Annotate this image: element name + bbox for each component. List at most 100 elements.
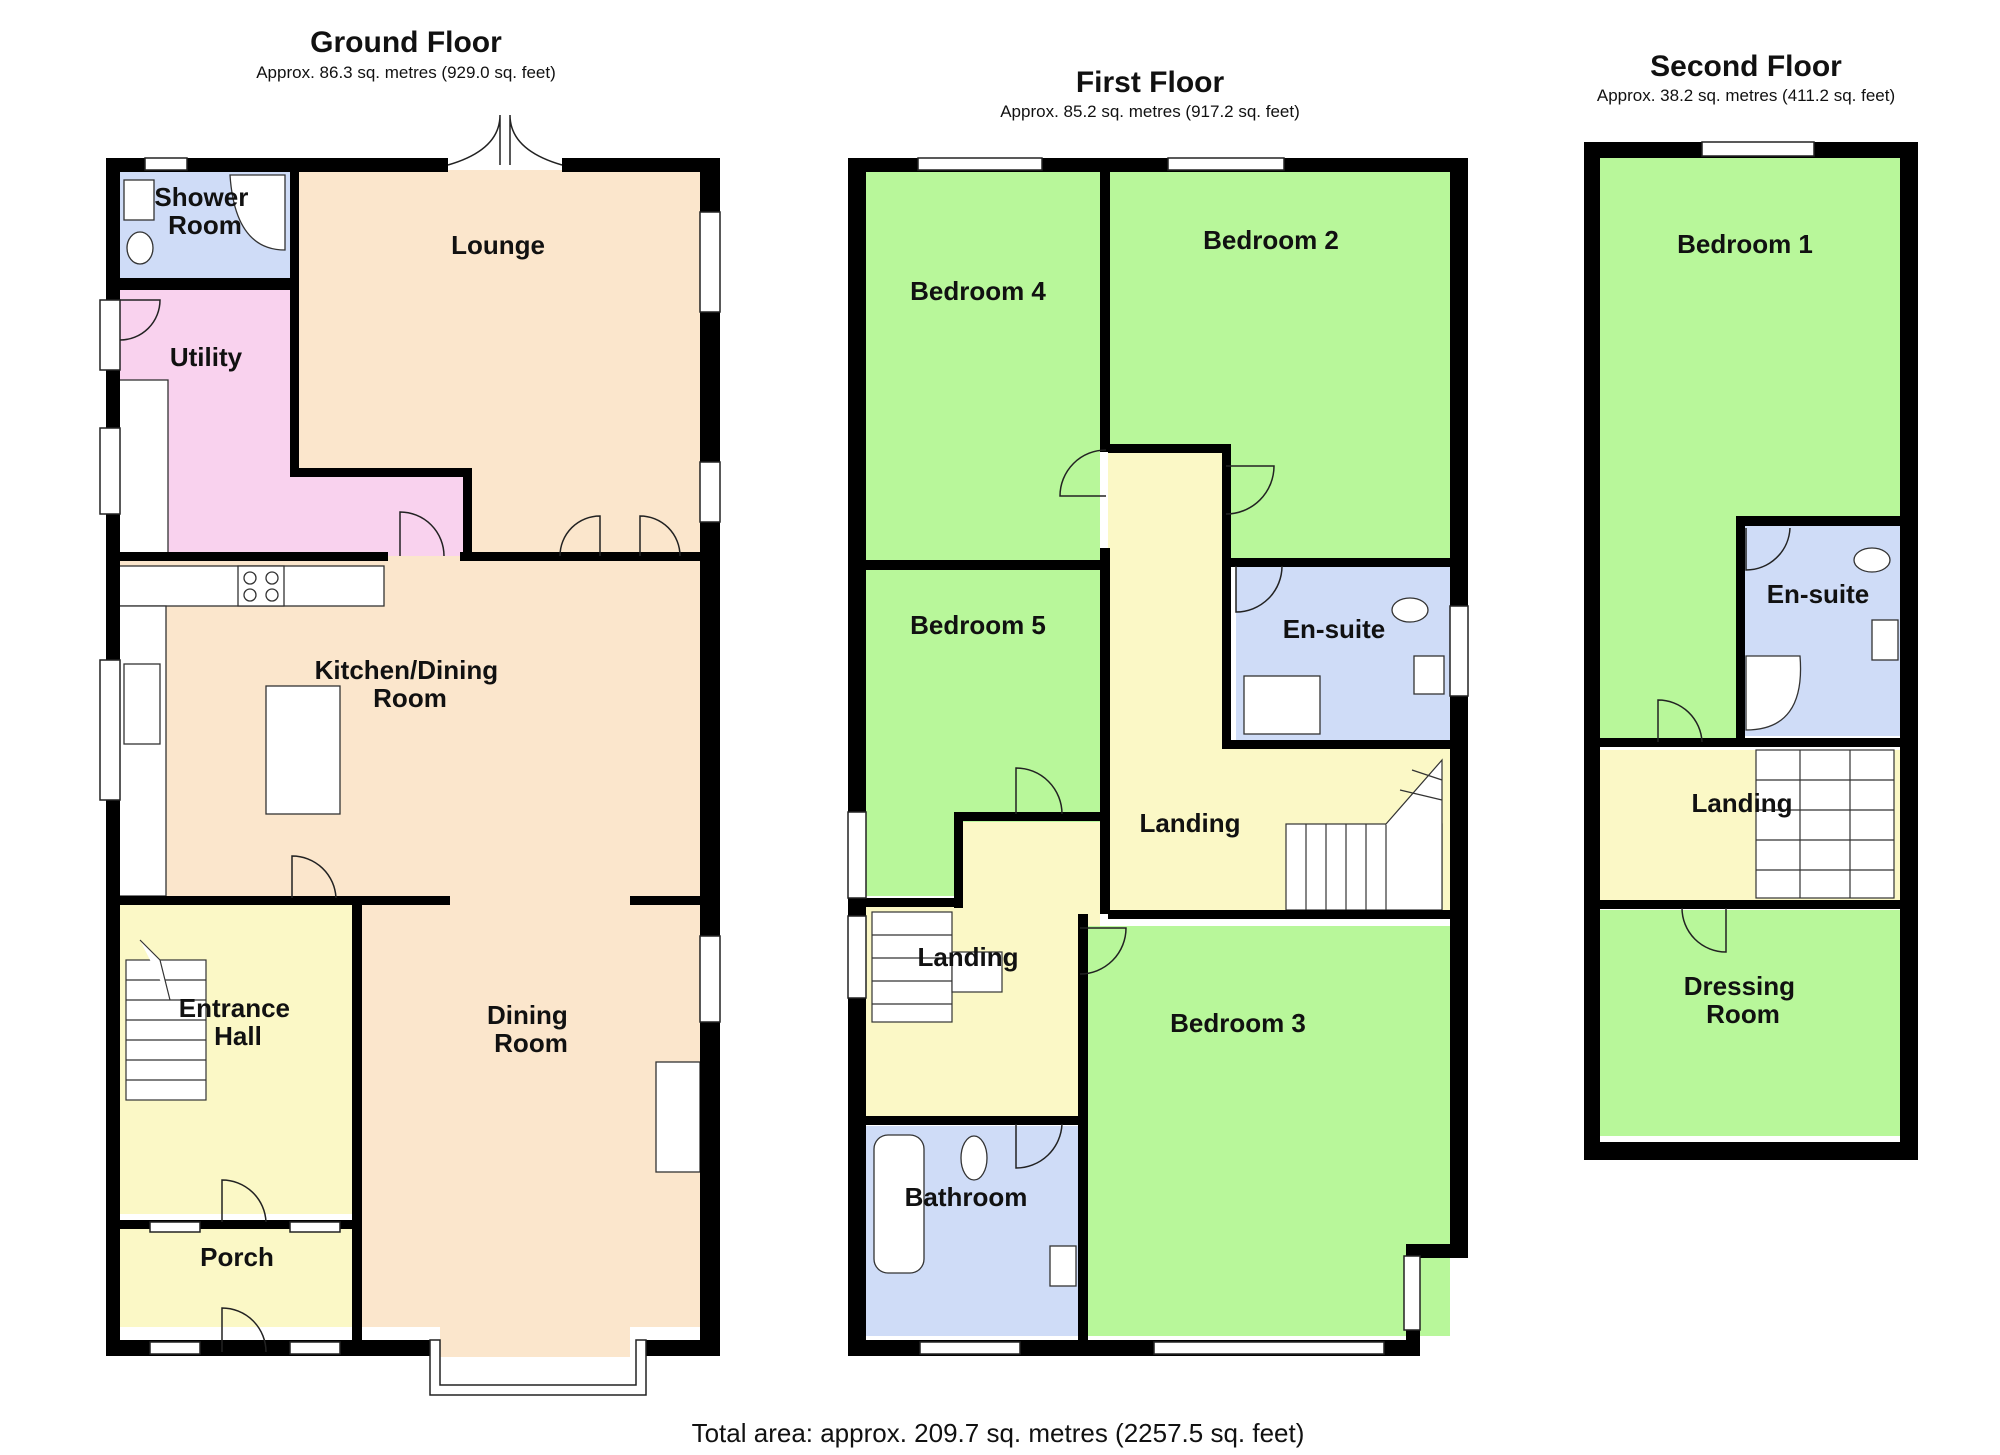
first-floor: First Floor Approx. 85.2 sq. metres (917… bbox=[847, 66, 1469, 1356]
door bbox=[1225, 465, 1275, 515]
window bbox=[699, 211, 721, 313]
bay-window-floor bbox=[440, 1327, 630, 1357]
door bbox=[221, 1179, 267, 1223]
window bbox=[289, 1221, 341, 1233]
room-label-shower-room: Shower Room bbox=[154, 182, 255, 240]
door bbox=[399, 511, 445, 557]
kitchen-counter-side bbox=[117, 605, 167, 897]
door bbox=[1059, 449, 1107, 497]
room-label-porch: Porch bbox=[200, 1242, 274, 1272]
total-area: Total area: approx. 209.7 sq. metres (22… bbox=[692, 1418, 1305, 1448]
floor-title: Ground Floor bbox=[310, 26, 502, 59]
wc bbox=[126, 231, 154, 265]
bath bbox=[873, 1134, 925, 1274]
hob-ring bbox=[265, 571, 279, 585]
basin bbox=[1871, 619, 1899, 661]
room-label-landing: Landing bbox=[1691, 788, 1792, 818]
dressing-room bbox=[1600, 910, 1900, 1136]
window bbox=[847, 811, 867, 899]
window bbox=[919, 1341, 1021, 1355]
landing-main bbox=[1108, 452, 1450, 918]
hob-ring bbox=[243, 588, 257, 602]
room-label-kitchen-dining: Kitchen/Dining Room bbox=[315, 655, 506, 713]
room-label-utility: Utility bbox=[170, 342, 243, 372]
lounge bbox=[290, 170, 700, 556]
door bbox=[1657, 699, 1703, 743]
floor-area: Approx. 38.2 sq. metres (411.2 sq. feet) bbox=[1597, 86, 1895, 105]
room-label-lounge: Lounge bbox=[451, 230, 545, 260]
room-label-en-suite: En-suite bbox=[1283, 614, 1386, 644]
shower-tray bbox=[1745, 655, 1802, 731]
window bbox=[99, 659, 121, 801]
basin bbox=[1049, 1245, 1077, 1287]
window bbox=[1167, 157, 1285, 171]
window bbox=[144, 157, 188, 171]
room-label-bedroom-4: Bedroom 4 bbox=[910, 276, 1046, 306]
kitchen-island bbox=[265, 685, 341, 815]
window bbox=[917, 157, 1043, 171]
first-stairs-small bbox=[871, 911, 1003, 1023]
window bbox=[1403, 1255, 1421, 1331]
floor-area: Approx. 86.3 sq. metres (929.0 sq. feet) bbox=[256, 63, 556, 82]
door bbox=[1745, 527, 1791, 571]
french-door bbox=[559, 515, 681, 557]
door bbox=[1015, 1123, 1063, 1169]
bedroom-1 bbox=[1600, 158, 1900, 740]
room-label-bedroom-5: Bedroom 5 bbox=[910, 610, 1046, 640]
window bbox=[99, 299, 121, 371]
window bbox=[699, 935, 721, 1023]
door bbox=[1235, 565, 1283, 613]
ground-walls bbox=[106, 158, 720, 1356]
room-label-en-suite: En-suite bbox=[1767, 579, 1870, 609]
floor-title: First Floor bbox=[1076, 66, 1225, 99]
door bbox=[1681, 907, 1727, 953]
door bbox=[119, 299, 161, 341]
wc bbox=[1853, 547, 1891, 573]
wc bbox=[1391, 597, 1429, 623]
window bbox=[1701, 141, 1815, 157]
room-label-landing: Landing bbox=[1139, 808, 1240, 838]
utility bbox=[118, 290, 470, 556]
room-label-dressing-room: Dressing Room bbox=[1684, 971, 1803, 1029]
room-label-dining-room: Dining Room bbox=[487, 1000, 575, 1058]
door bbox=[291, 855, 337, 899]
hob bbox=[237, 565, 285, 607]
ground-floor: Ground Floor Approx. 86.3 sq. metres (92… bbox=[99, 26, 721, 1396]
room-label-bedroom-1: Bedroom 1 bbox=[1677, 229, 1813, 259]
first-stairs-main bbox=[1285, 758, 1443, 911]
hob-ring bbox=[243, 571, 257, 585]
window bbox=[149, 1341, 201, 1355]
kitchen-dining-room bbox=[118, 556, 700, 896]
room-label-bathroom: Bathroom bbox=[905, 1182, 1028, 1212]
floor-area: Approx. 85.2 sq. metres (917.2 sq. feet) bbox=[1000, 102, 1300, 121]
second-walls bbox=[1584, 142, 1918, 1160]
hob-ring bbox=[265, 588, 279, 602]
french-door bbox=[447, 114, 563, 166]
room-label-entrance-hall: Entrance Hall bbox=[179, 993, 298, 1051]
utility-worktop bbox=[117, 379, 169, 557]
front-door bbox=[221, 1307, 267, 1353]
window bbox=[847, 915, 867, 999]
ground-stairs bbox=[125, 939, 207, 1101]
room-label-bedroom-2: Bedroom 2 bbox=[1203, 225, 1339, 255]
room-label-landing: Landing bbox=[917, 942, 1018, 972]
bedroom-3 bbox=[1088, 926, 1450, 1336]
window bbox=[149, 1221, 201, 1233]
bedroom-4 bbox=[866, 172, 1100, 564]
window bbox=[1153, 1341, 1385, 1355]
window bbox=[699, 461, 721, 523]
sink bbox=[123, 663, 161, 745]
room-label-bedroom-3: Bedroom 3 bbox=[1170, 1008, 1306, 1038]
second-floor: Second Floor Approx. 38.2 sq. metres (41… bbox=[1584, 50, 1918, 1160]
shower-tray bbox=[1243, 675, 1321, 735]
shower-tray bbox=[229, 174, 286, 251]
window bbox=[99, 427, 121, 515]
basin bbox=[1413, 655, 1445, 695]
porch bbox=[118, 1224, 352, 1327]
second-stairs bbox=[1755, 749, 1895, 899]
window bbox=[289, 1341, 341, 1355]
dining-room bbox=[362, 896, 700, 1327]
wc bbox=[960, 1135, 988, 1181]
door bbox=[1015, 767, 1063, 815]
